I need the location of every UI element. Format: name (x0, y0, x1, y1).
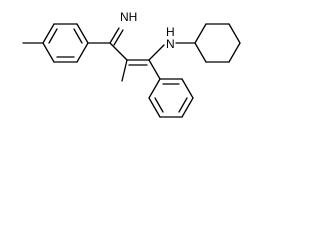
amine-n-label: N (166, 37, 175, 51)
cyclohexyl-ring (194, 23, 241, 63)
imine-double-bond (109, 27, 124, 46)
chemical-structure: NH H N (22, 10, 241, 118)
tolyl-ring (42, 23, 89, 63)
phenyl-ring (148, 78, 194, 118)
amine-h-label: H (166, 25, 175, 39)
alkene-to-amine-bond (148, 44, 165, 61)
alkene-double-bond (126, 59, 150, 66)
imine-nh-label: NH (120, 10, 137, 24)
alkene-to-phenyl-bond (148, 59, 161, 80)
central-methyl-bond (121, 59, 128, 82)
imine-to-alkene-bond (109, 42, 128, 61)
